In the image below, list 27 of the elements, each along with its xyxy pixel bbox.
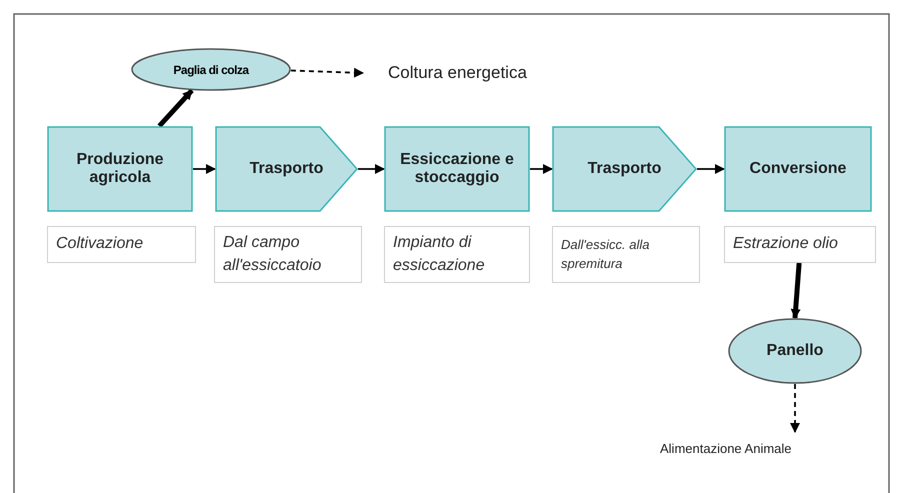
description-text: Impianto di essiccazione [393,233,486,276]
arrow [790,384,800,433]
arrow [157,88,194,128]
arrow [790,262,802,319]
output-label: Coltura energetica [388,63,527,83]
arrow [358,164,385,174]
process-label: Conversione [750,160,846,178]
description-box [47,226,196,263]
process-label: Produzione agricola [75,151,165,187]
description-box [552,226,700,283]
description-text: Estrazione olio [733,234,838,254]
description-box [214,226,362,283]
process-label: Essiccazione e stoccaggio [399,151,515,187]
process-label: Paglia di colza [173,62,249,76]
process-label: Trasporto [250,160,324,178]
process-label: Panello [766,342,824,360]
description-text: Coltivazione [56,234,144,254]
description-box [384,226,530,283]
arrow [697,164,725,174]
description-text: Dal campo all'essiccatoio [223,233,322,276]
description-box [724,226,876,263]
arrow [530,164,553,174]
process-label: Trasporto [588,160,662,178]
arrow [290,68,364,78]
output-label: Alimentazione Animale [660,440,792,456]
description-text: Dall'essicc. alla spremitura [561,236,650,273]
arrow [193,164,216,174]
